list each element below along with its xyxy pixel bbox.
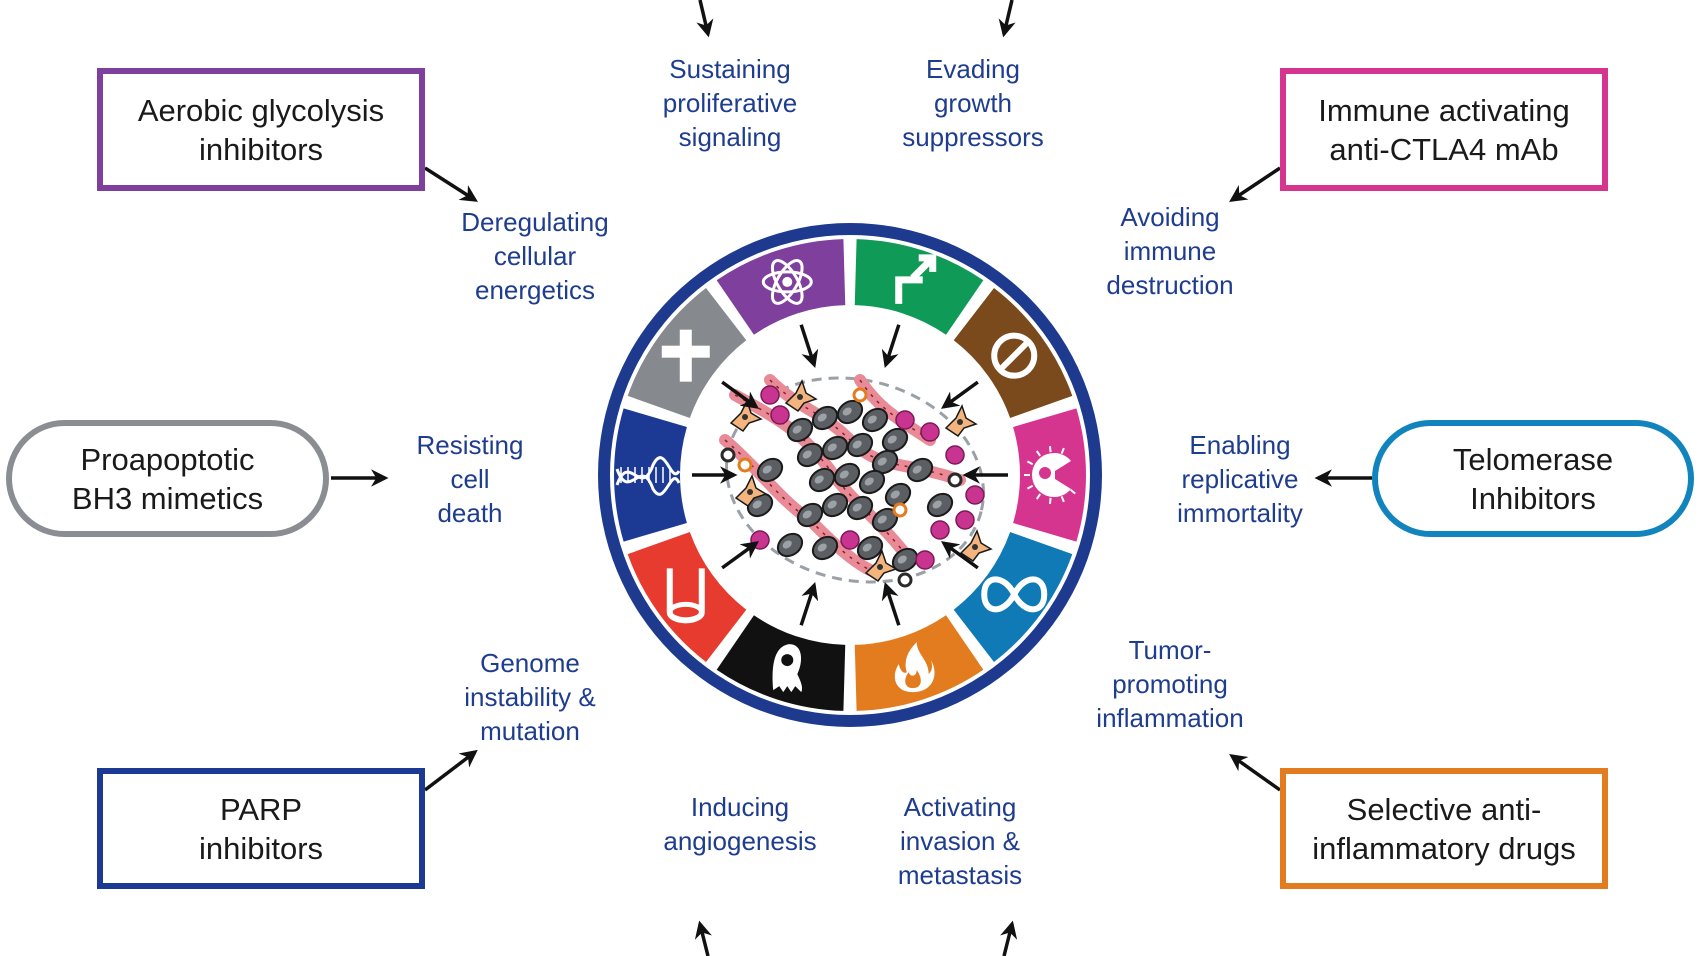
segment-icons bbox=[615, 254, 1076, 693]
tumor-cell-nucleus bbox=[782, 540, 792, 549]
segment-inducing bbox=[627, 532, 747, 662]
small-cell bbox=[897, 572, 913, 588]
top-arrow-left bbox=[696, 0, 714, 38]
tumor-cell-nucleus bbox=[887, 435, 897, 444]
segment-deregulating bbox=[716, 239, 846, 335]
top-arrow-right bbox=[998, 0, 1016, 38]
tumor-cell-nucleus bbox=[762, 465, 772, 474]
atom-icon bbox=[761, 259, 813, 305]
tumor-cell-nucleus bbox=[862, 543, 872, 552]
immune-cell bbox=[930, 520, 950, 540]
tumor-cell-nucleus bbox=[827, 500, 837, 509]
migrating-cell-icon bbox=[772, 644, 803, 693]
small-cell bbox=[892, 502, 908, 518]
tumor-cell-nucleus bbox=[802, 450, 812, 459]
segment-genome bbox=[614, 408, 687, 542]
immune-cell bbox=[955, 510, 975, 530]
tumor-cell-nucleus bbox=[912, 465, 922, 474]
arrow-selective-to-tumor bbox=[1229, 753, 1282, 792]
tumor-cell-nucleus bbox=[867, 415, 877, 424]
inward-arrow-sustaining bbox=[881, 324, 901, 369]
tumor-cell-nucleus bbox=[864, 477, 874, 486]
immune-cell bbox=[945, 445, 965, 465]
tumor-cell-nucleus bbox=[817, 543, 827, 552]
tumor-cell-nucleus bbox=[842, 407, 852, 416]
small-cell bbox=[720, 447, 736, 463]
tumor-cell-nucleus bbox=[814, 475, 824, 484]
fibroblast-nucleus bbox=[797, 394, 803, 400]
connector-arrows bbox=[331, 0, 1372, 956]
tumor-cell-nucleus bbox=[877, 515, 887, 524]
tumor-cell-nucleus bbox=[839, 470, 849, 479]
inward-arrow-resisting bbox=[721, 380, 759, 409]
box-selective-anti-inflammatory: Selective anti-inflammatory drugs bbox=[1280, 768, 1608, 889]
blood-vessel-icon bbox=[666, 568, 705, 624]
tumor-cell-nucleus bbox=[817, 413, 827, 422]
prohibited-icon bbox=[991, 332, 1038, 379]
tumor-cell-nucleus bbox=[792, 425, 802, 434]
dna-helix-icon bbox=[615, 456, 681, 496]
tumor-cell-nucleus bbox=[802, 510, 812, 519]
bent-arrow-icon bbox=[895, 254, 937, 304]
immune-cell bbox=[840, 530, 860, 550]
fibroblast-nucleus bbox=[972, 544, 978, 550]
inward-arrow-inducing bbox=[721, 541, 759, 570]
fibroblast-nucleus bbox=[742, 414, 748, 420]
immune-cell bbox=[770, 405, 790, 425]
tumor-cell-nucleus bbox=[932, 500, 942, 509]
tumor-cell-nucleus bbox=[852, 503, 862, 512]
segment-sustaining bbox=[854, 239, 984, 335]
fibroblast-nucleus bbox=[957, 419, 963, 425]
cross-icon bbox=[661, 329, 710, 382]
immune-cell bbox=[760, 385, 780, 405]
immune-cell bbox=[915, 550, 935, 570]
tumor-cell-nucleus bbox=[890, 490, 900, 499]
inward-arrow-deregulating bbox=[799, 324, 819, 369]
arrow-aerobic-to-deregulating bbox=[424, 166, 478, 202]
fibroblast-nucleus bbox=[877, 564, 883, 570]
bottom-arrow-right bbox=[1000, 920, 1018, 956]
tumor-cell-nucleus bbox=[877, 457, 887, 466]
pacman-cell-icon bbox=[1024, 446, 1076, 504]
tumor-cell-nucleus bbox=[752, 500, 762, 509]
inward-arrow-evading bbox=[941, 380, 979, 409]
infinity-icon bbox=[981, 576, 1048, 613]
blood-vessel-detail bbox=[724, 439, 871, 571]
immune-cell bbox=[895, 410, 915, 430]
tumor-cell-nucleus bbox=[852, 440, 862, 449]
immune-cell bbox=[920, 422, 940, 442]
tumor-cell-nucleus bbox=[827, 443, 837, 452]
tumor-illustration bbox=[719, 374, 993, 588]
small-cell bbox=[852, 387, 868, 403]
arrow-immune-to-avoiding bbox=[1229, 166, 1281, 202]
inward-arrow-tumor bbox=[881, 581, 901, 626]
tumor-cell-nucleus bbox=[897, 555, 907, 564]
small-cell bbox=[947, 472, 963, 488]
bottom-arrow-left bbox=[694, 920, 712, 956]
inward-arrow-enabling bbox=[941, 541, 979, 570]
small-cell bbox=[737, 457, 753, 473]
arrow-parp-to-genome bbox=[423, 749, 478, 792]
immune-cell bbox=[965, 485, 985, 505]
inward-arrow-activating bbox=[799, 581, 819, 626]
flame-icon bbox=[894, 642, 935, 693]
fibroblast-nucleus bbox=[747, 489, 753, 495]
